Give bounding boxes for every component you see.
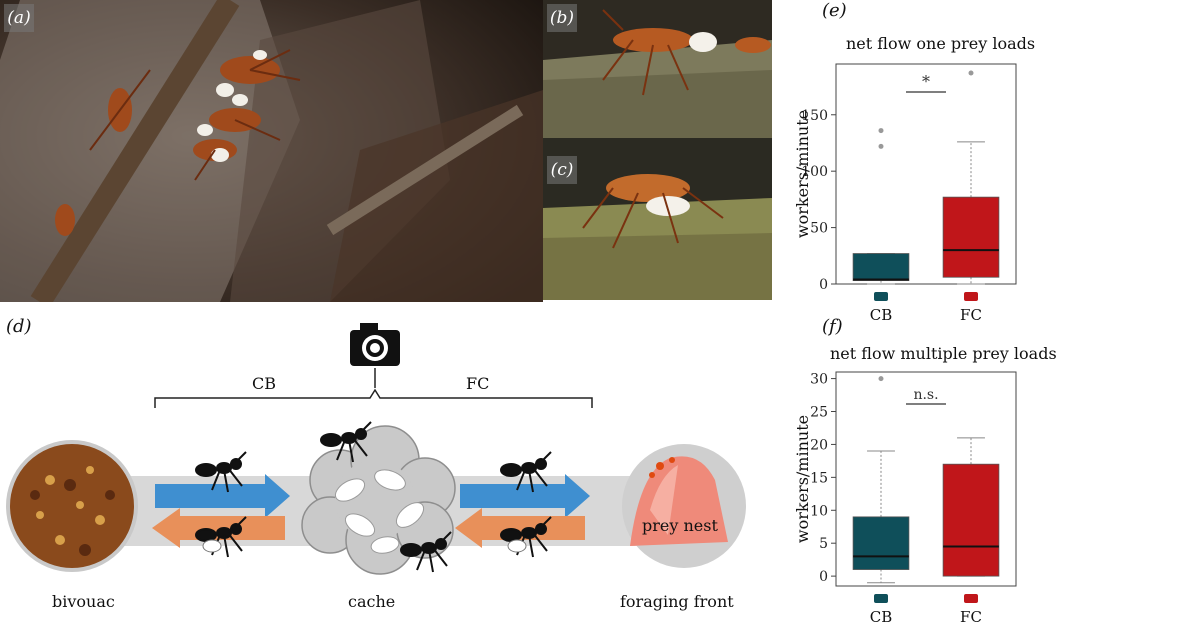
chart-f-ytick-label: 20 — [810, 437, 828, 453]
panel-label-f: (f) — [822, 316, 843, 337]
bivouac-icon — [6, 440, 138, 572]
chart-e-box-fc — [942, 196, 1000, 278]
chart-f-ytick-label: 10 — [810, 503, 828, 519]
observation-brace — [154, 388, 593, 408]
cache-label: cache — [348, 592, 396, 611]
chart-e-plot-frame — [835, 63, 1017, 285]
chart-f-plot-frame — [835, 371, 1017, 587]
chart-f-ytick-label: 5 — [819, 536, 828, 552]
chart-e-ytick-label: 150 — [801, 108, 828, 124]
chart-e-outlier — [968, 70, 974, 76]
chart-f-category-swatch — [874, 594, 888, 603]
flow-diagram — [6, 323, 746, 575]
chart-e-box-cb — [852, 253, 910, 282]
camera-icon — [350, 323, 400, 366]
chart-e-ylabel: workers/minute — [793, 110, 812, 238]
fc-segment-label: FC — [466, 374, 490, 393]
panel-label-e: (e) — [822, 0, 847, 21]
chart-f-ylabel: workers/minute — [793, 415, 812, 543]
outgoing-arrow-fc — [460, 474, 590, 518]
photo-a: (a) — [0, 0, 543, 302]
chart-f-category-swatch — [964, 594, 978, 603]
chart-e-outlier — [878, 128, 884, 134]
chart-f-ytick-label: 30 — [810, 372, 828, 388]
chart-e-title: net flow one prey loads — [846, 34, 1036, 53]
chart-f-category-label: FC — [960, 608, 982, 626]
chart-f-ytick-label: 15 — [810, 470, 828, 486]
prey-nest-label: prey nest — [642, 516, 718, 535]
chart-e-category-label: FC — [960, 306, 982, 324]
chart-e-ytick-label: 0 — [819, 277, 828, 293]
outgoing-arrow-cb — [155, 474, 290, 518]
chart-e-category-swatch — [964, 292, 978, 301]
photo-c: (c) — [543, 138, 772, 300]
panel-label-b: (b) — [547, 4, 577, 32]
chart-e-significance-label: * — [922, 72, 930, 91]
photo-a-image — [0, 0, 543, 302]
chart-f-significance-label: n.s. — [913, 387, 938, 403]
panel-label-c: (c) — [547, 156, 577, 184]
incoming-arrow-fc — [455, 508, 585, 548]
chart-e-ytick-label: 50 — [810, 221, 828, 237]
incoming-arrow-cb — [152, 508, 285, 548]
chart-f-ytick-label: 25 — [810, 405, 828, 421]
prey-nest-icon — [622, 444, 746, 568]
cache-icon — [301, 425, 456, 575]
chart-e-ytick-label: 100 — [801, 164, 828, 180]
panel-label-a: (a) — [4, 4, 34, 32]
bivouac-label: bivouac — [52, 592, 115, 611]
cb-segment-label: CB — [252, 374, 276, 393]
chart-e-outlier — [878, 143, 884, 149]
chart-f-box-fc — [942, 463, 1000, 577]
chart-f-category-label: CB — [870, 608, 893, 626]
panel-label-d: (d) — [6, 316, 32, 337]
chart-f-outlier — [878, 376, 884, 382]
chart-f-title: net flow multiple prey loads — [830, 344, 1057, 363]
chart-f-ytick-label: 0 — [819, 569, 828, 585]
photo-c-image — [543, 138, 772, 300]
chart-e-category-swatch — [874, 292, 888, 301]
chart-f-box-cb — [852, 516, 910, 570]
photo-b: (b) — [543, 0, 772, 138]
chart-e-category-label: CB — [870, 306, 893, 324]
photo-b-image — [543, 0, 772, 138]
foraging-front-label: foraging front — [620, 592, 734, 611]
